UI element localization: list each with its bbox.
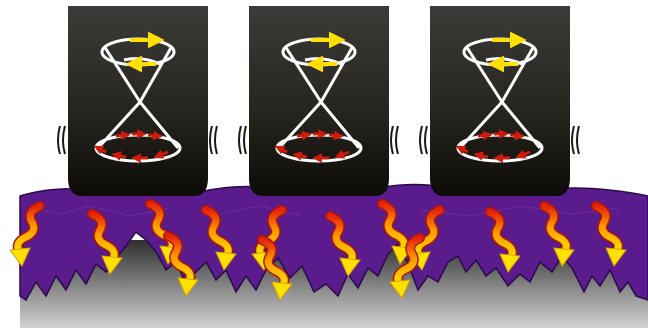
bottom-arrow-icon	[478, 155, 488, 157]
vibration-line	[391, 126, 393, 154]
vibration-line	[577, 126, 579, 154]
bottom-arrow-icon	[148, 135, 158, 136]
vibration-line	[420, 126, 422, 154]
vibration-line	[58, 126, 60, 154]
vibration-line	[63, 126, 65, 154]
vibration-line	[425, 126, 427, 154]
bottom-arrow-icon	[116, 155, 126, 157]
vibration-line	[396, 126, 398, 154]
bottom-arrow-icon	[297, 135, 307, 136]
bottom-arrow-icon	[510, 135, 520, 136]
bottom-arrow-icon	[297, 155, 307, 157]
bottom-arrow-icon	[478, 135, 488, 136]
vibration-line	[244, 126, 246, 154]
vibration-line	[215, 126, 217, 154]
vibration-line	[210, 126, 212, 154]
bottom-arrow-icon	[116, 135, 126, 136]
bottom-arrow-icon	[329, 135, 339, 136]
pillar	[420, 6, 579, 196]
vibration-line	[572, 126, 574, 154]
pillar	[239, 6, 398, 196]
pillar-group	[58, 6, 579, 196]
pillar	[58, 6, 217, 196]
vibration-line	[239, 126, 241, 154]
